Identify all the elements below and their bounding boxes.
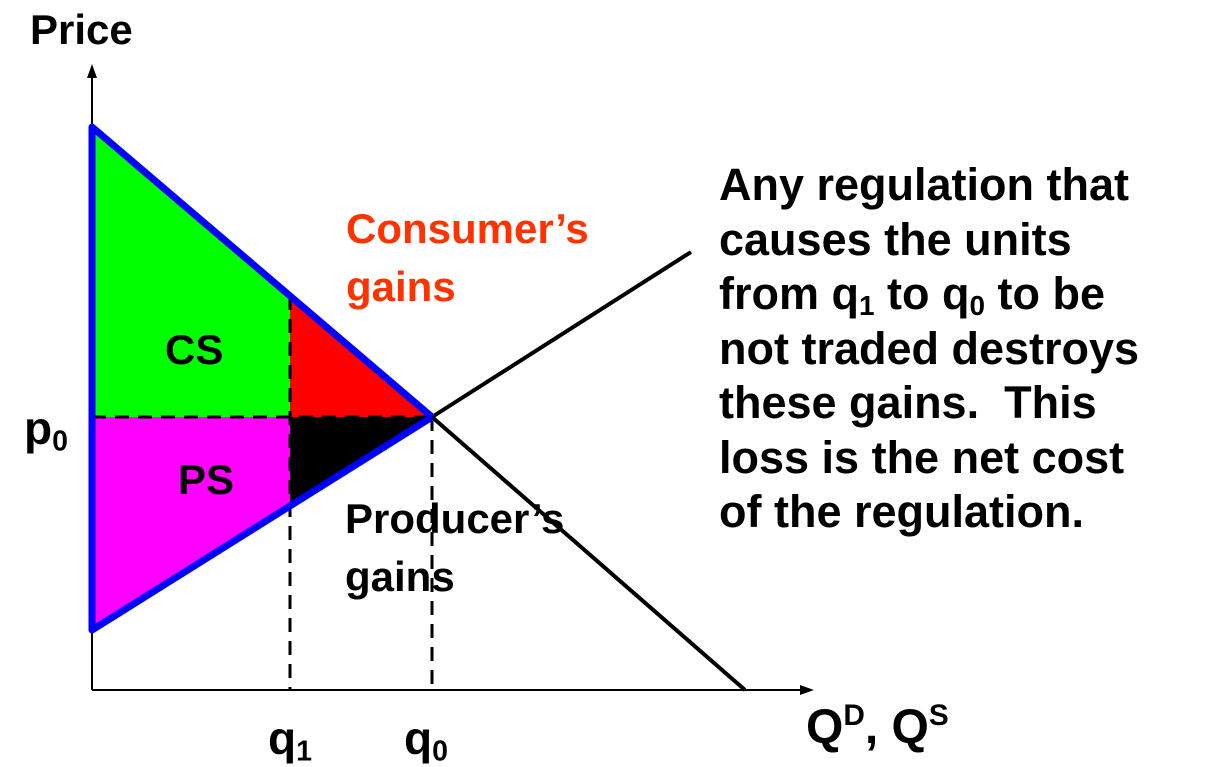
x-title-sup2: S <box>928 699 949 733</box>
consumer-gains-label: Consumer’s gains <box>346 200 589 316</box>
q0-label: q0 <box>404 712 448 766</box>
annotation-line-3-sub1: 1 <box>859 290 875 322</box>
x-axis-title: QD, QS <box>806 701 949 754</box>
x-title-q1: Q <box>806 701 844 754</box>
x-axis-arrowhead <box>800 685 814 695</box>
annotation-line-2: causes the units <box>719 213 1072 265</box>
supply-curve-extension <box>430 250 693 419</box>
producer-gains-line2: gains <box>345 553 455 600</box>
x-title-sep: , <box>864 701 892 754</box>
y-axis-title: Price <box>30 6 133 53</box>
y-axis-arrowhead <box>87 64 97 78</box>
ps-label: PS <box>178 456 235 503</box>
annotation-line-7: of the regulation. <box>719 486 1084 537</box>
q0-base: q <box>404 712 433 764</box>
consumer-surplus-area <box>92 127 290 417</box>
annotation-line-3-sub2: 0 <box>969 290 985 322</box>
annotation-line-1: Any regulation that <box>719 159 1130 210</box>
consumer-gains-line1: Consumer’s <box>346 205 589 252</box>
annotation-line-3: from q1 to q0 to be <box>719 267 1139 322</box>
demand-curve-extension <box>430 415 747 692</box>
cs-label: CS <box>165 326 224 373</box>
annotation-line-6: loss is the net cost <box>719 431 1125 483</box>
producer-gains-line1: Producer’s <box>345 495 565 542</box>
p0-sub: 0 <box>52 425 68 458</box>
annotation-line-5: these gains. This <box>719 377 1097 428</box>
x-title-q2: Q <box>891 701 929 754</box>
annotation-line-3-b: to q <box>874 268 970 319</box>
q0-sub: 0 <box>432 735 448 767</box>
consumer-gains-line2: gains <box>346 263 456 310</box>
q1-sub: 1 <box>296 735 312 767</box>
annotation-line-3-c: to be <box>985 268 1106 319</box>
producer-gains-label: Producer’s gains <box>345 490 564 606</box>
producer-surplus-area <box>92 417 290 630</box>
p0-base: p <box>24 402 53 454</box>
supply-curve <box>88 414 434 634</box>
p0-label: p0 <box>24 402 68 456</box>
x-title-sup1: D <box>843 699 865 733</box>
q1-label: q1 <box>268 712 312 766</box>
annotation-line-3-a: from q <box>719 268 859 319</box>
demand-curve <box>88 123 435 420</box>
annotation-line-4: not traded destroys <box>719 322 1140 374</box>
q1-base: q <box>268 712 297 764</box>
annotation-text: Any regulation that causes the units fro… <box>719 158 1139 540</box>
